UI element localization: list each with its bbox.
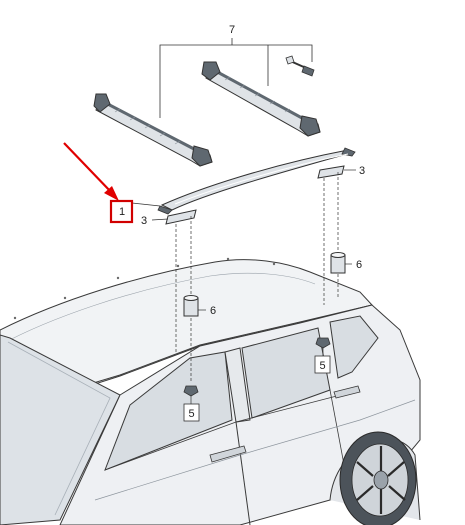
callout-box-nut-right bbox=[314, 355, 331, 374]
vehicle-front-window bbox=[104, 351, 233, 471]
callout-box-nut-left bbox=[183, 403, 200, 422]
vehicle-windshield bbox=[0, 334, 121, 525]
vehicle-body bbox=[0, 257, 421, 525]
nut-left bbox=[183, 385, 199, 404]
highlight-annotation bbox=[63, 142, 134, 224]
roof-rail bbox=[131, 147, 356, 215]
nut-right bbox=[315, 337, 331, 356]
vehicle-roof bbox=[0, 259, 373, 391]
highlight-box-part-1 bbox=[109, 199, 134, 224]
callout-nut-right: 5 bbox=[319, 360, 325, 372]
spacer-right bbox=[330, 252, 352, 274]
callout-crossbar-set: 7 bbox=[229, 24, 235, 36]
rear-wheel bbox=[339, 431, 417, 525]
crossbar-set bbox=[93, 38, 321, 167]
callout-pad-left: 3 bbox=[141, 215, 147, 227]
callout-pad-right: 3 bbox=[359, 165, 365, 177]
red-arrow-shaft bbox=[63, 142, 113, 194]
callout-nut-left: 5 bbox=[188, 408, 194, 420]
spacer-left bbox=[183, 295, 206, 317]
red-arrow-head bbox=[104, 186, 119, 201]
crossbar-left bbox=[93, 93, 213, 167]
crossbar-right bbox=[201, 61, 321, 137]
pad-right bbox=[317, 165, 356, 179]
vehicle-quarter-window bbox=[329, 315, 379, 379]
assembly-guide-lines bbox=[175, 172, 339, 382]
callout-spacer-right: 6 bbox=[356, 259, 362, 271]
pad-left bbox=[151, 209, 197, 225]
callout-labels: 7 1 3 3 6 6 5 5 bbox=[119, 24, 365, 422]
callout-roof-rail: 1 bbox=[119, 206, 125, 218]
lock-key bbox=[285, 55, 315, 77]
callout-spacer-left: 6 bbox=[210, 305, 216, 317]
